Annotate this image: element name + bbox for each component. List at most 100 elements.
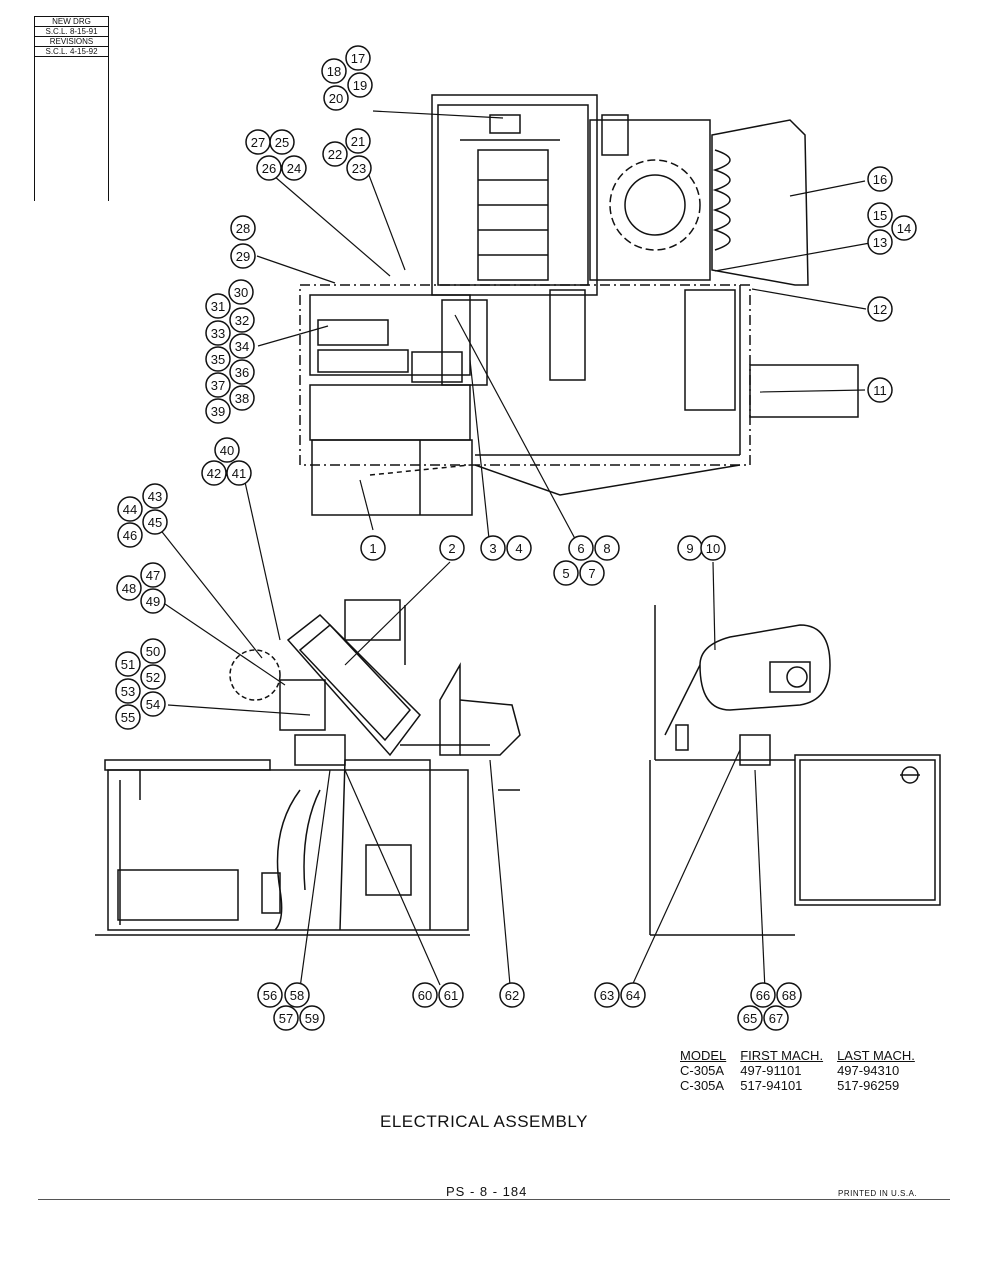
callout-14: 14 (891, 215, 917, 241)
first-mach-cell: 497-91101 (740, 1063, 802, 1078)
callout-number: 18 (327, 64, 341, 79)
callout-number: 23 (352, 161, 366, 176)
callout-number: 1 (369, 541, 376, 556)
callout-45: 45 (142, 509, 168, 535)
callout-number: 14 (897, 221, 911, 236)
callout-64: 64 (620, 982, 646, 1008)
callout-number: 39 (211, 404, 225, 419)
callout-number: 65 (743, 1011, 757, 1026)
callout-36: 36 (229, 359, 255, 385)
callout-44: 44 (117, 496, 143, 522)
callout-37: 37 (205, 372, 231, 398)
last-mach-column-header: LAST MACH. (837, 1048, 915, 1063)
revision-row: S.C.L. 8-15-91 (35, 27, 108, 37)
callout-number: 64 (626, 988, 640, 1003)
callout-40: 40 (214, 437, 240, 463)
callout-number: 60 (418, 988, 432, 1003)
callout-number: 37 (211, 378, 225, 393)
callout-22: 22 (322, 141, 348, 167)
callout-38: 38 (229, 385, 255, 411)
callout-number: 61 (444, 988, 458, 1003)
callout-25: 25 (269, 129, 295, 155)
model-column-header: MODEL (680, 1048, 727, 1063)
callout-number: 25 (275, 135, 289, 150)
callout-number: 43 (148, 489, 162, 504)
callout-number: 47 (146, 568, 160, 583)
callout-47: 47 (140, 562, 166, 588)
callout-34: 34 (229, 333, 255, 359)
callout-number: 20 (329, 91, 343, 106)
callout-number: 63 (600, 988, 614, 1003)
callout-26: 26 (256, 155, 282, 181)
callout-48: 48 (116, 575, 142, 601)
callout-number: 48 (122, 581, 136, 596)
callout-54: 54 (140, 691, 166, 717)
callout-66: 66 (750, 982, 776, 1008)
callout-number: 36 (235, 365, 249, 380)
callout-53: 53 (115, 678, 141, 704)
callout-15: 15 (867, 202, 893, 228)
callout-21: 21 (345, 128, 371, 154)
callout-50: 50 (140, 638, 166, 664)
callout-59: 59 (299, 1005, 325, 1031)
callout-68: 68 (776, 982, 802, 1008)
callout-2: 2 (439, 535, 465, 561)
callout-62: 62 (499, 982, 525, 1008)
callout-number: 41 (232, 466, 246, 481)
callout-number: 10 (706, 541, 720, 556)
callout-49: 49 (140, 588, 166, 614)
callout-5: 5 (553, 560, 579, 586)
side-view (649, 605, 941, 936)
callout-11: 11 (867, 377, 893, 403)
callout-58: 58 (284, 982, 310, 1008)
callout-51: 51 (115, 651, 141, 677)
callout-19: 19 (347, 72, 373, 98)
callout-number: 49 (146, 594, 160, 609)
callout-57: 57 (273, 1005, 299, 1031)
table-row: C-305A 517-94101 517-96259 (680, 1078, 929, 1093)
callout-number: 26 (262, 161, 276, 176)
callout-55: 55 (115, 704, 141, 730)
callout-35: 35 (205, 346, 231, 372)
callout-number: 28 (236, 221, 250, 236)
callout-39: 39 (205, 398, 231, 424)
callout-29: 29 (230, 243, 256, 269)
callout-number: 54 (146, 697, 160, 712)
callout-number: 7 (588, 566, 595, 581)
callout-17: 17 (345, 45, 371, 71)
callout-6: 6 (568, 535, 594, 561)
callout-number: 46 (123, 528, 137, 543)
callout-13: 13 (867, 229, 893, 255)
revision-block: NEW DRG S.C.L. 8-15-91 REVISIONS S.C.L. … (34, 16, 109, 201)
revision-row: NEW DRG (35, 16, 108, 27)
callout-number: 17 (351, 51, 365, 66)
callout-number: 4 (515, 541, 522, 556)
callout-number: 67 (769, 1011, 783, 1026)
callout-number: 33 (211, 326, 225, 341)
callout-number: 13 (873, 235, 887, 250)
callout-number: 29 (236, 249, 250, 264)
callout-number: 52 (146, 670, 160, 685)
callout-number: 45 (148, 515, 162, 530)
callout-12: 12 (867, 296, 893, 322)
callout-7: 7 (579, 560, 605, 586)
callout-42: 42 (201, 460, 227, 486)
model-cell: C-305A (680, 1063, 725, 1078)
callout-28: 28 (230, 215, 256, 241)
last-mach-cell: 497-94310 (837, 1063, 900, 1078)
callout-number: 42 (207, 466, 221, 481)
callout-43: 43 (142, 483, 168, 509)
callout-number: 5 (562, 566, 569, 581)
callout-1: 1 (360, 535, 386, 561)
callout-65: 65 (737, 1005, 763, 1031)
callout-67: 67 (763, 1005, 789, 1031)
drawing-title: ELECTRICAL ASSEMBLY (380, 1112, 588, 1131)
callout-number: 62 (505, 988, 519, 1003)
callout-4: 4 (506, 535, 532, 561)
callout-number: 59 (305, 1011, 319, 1026)
callout-number: 6 (577, 541, 584, 556)
callout-20: 20 (323, 85, 349, 111)
callout-52: 52 (140, 664, 166, 690)
model-cell: C-305A (680, 1078, 725, 1093)
callout-number: 40 (220, 443, 234, 458)
